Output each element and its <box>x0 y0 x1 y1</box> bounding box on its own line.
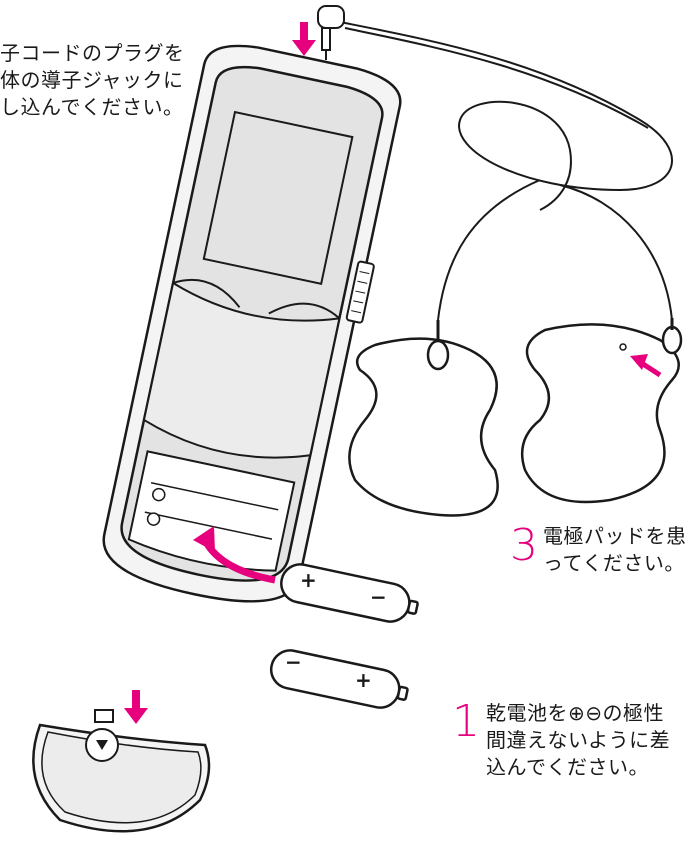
electrode-pad-right <box>520 318 683 504</box>
battery-1 <box>280 563 419 623</box>
device-display <box>202 110 354 285</box>
caption-step-1: 乾電池を⊕⊖の極性 間違えないように差 込んでください。 <box>486 701 671 779</box>
arrow-down-icon <box>292 22 316 56</box>
arrow-left-icon <box>630 354 648 370</box>
electrode-pad-left <box>348 320 499 517</box>
step-3-number: 3 <box>510 520 538 571</box>
arrow-down-icon <box>124 690 148 724</box>
device-body <box>102 44 402 603</box>
step-1-number: 1 <box>452 696 480 747</box>
caption-step-3: 電極パッドを患 ってください。 <box>543 524 687 575</box>
battery-2-plus: + <box>355 668 372 692</box>
battery-2-minus: − <box>285 650 302 674</box>
electrode-cable <box>339 21 673 321</box>
arrow-curved-icon <box>193 526 215 552</box>
battery-2 <box>269 649 409 709</box>
lead-plug <box>317 5 345 60</box>
caption-plug-instruction: 子コードのプラグを 体の導子ジャックに し込んでください。 <box>0 41 185 119</box>
battery-cover <box>32 709 211 833</box>
battery-1-plus: + <box>300 568 317 592</box>
battery-compartment <box>127 450 296 572</box>
battery-1-minus: − <box>370 585 387 609</box>
